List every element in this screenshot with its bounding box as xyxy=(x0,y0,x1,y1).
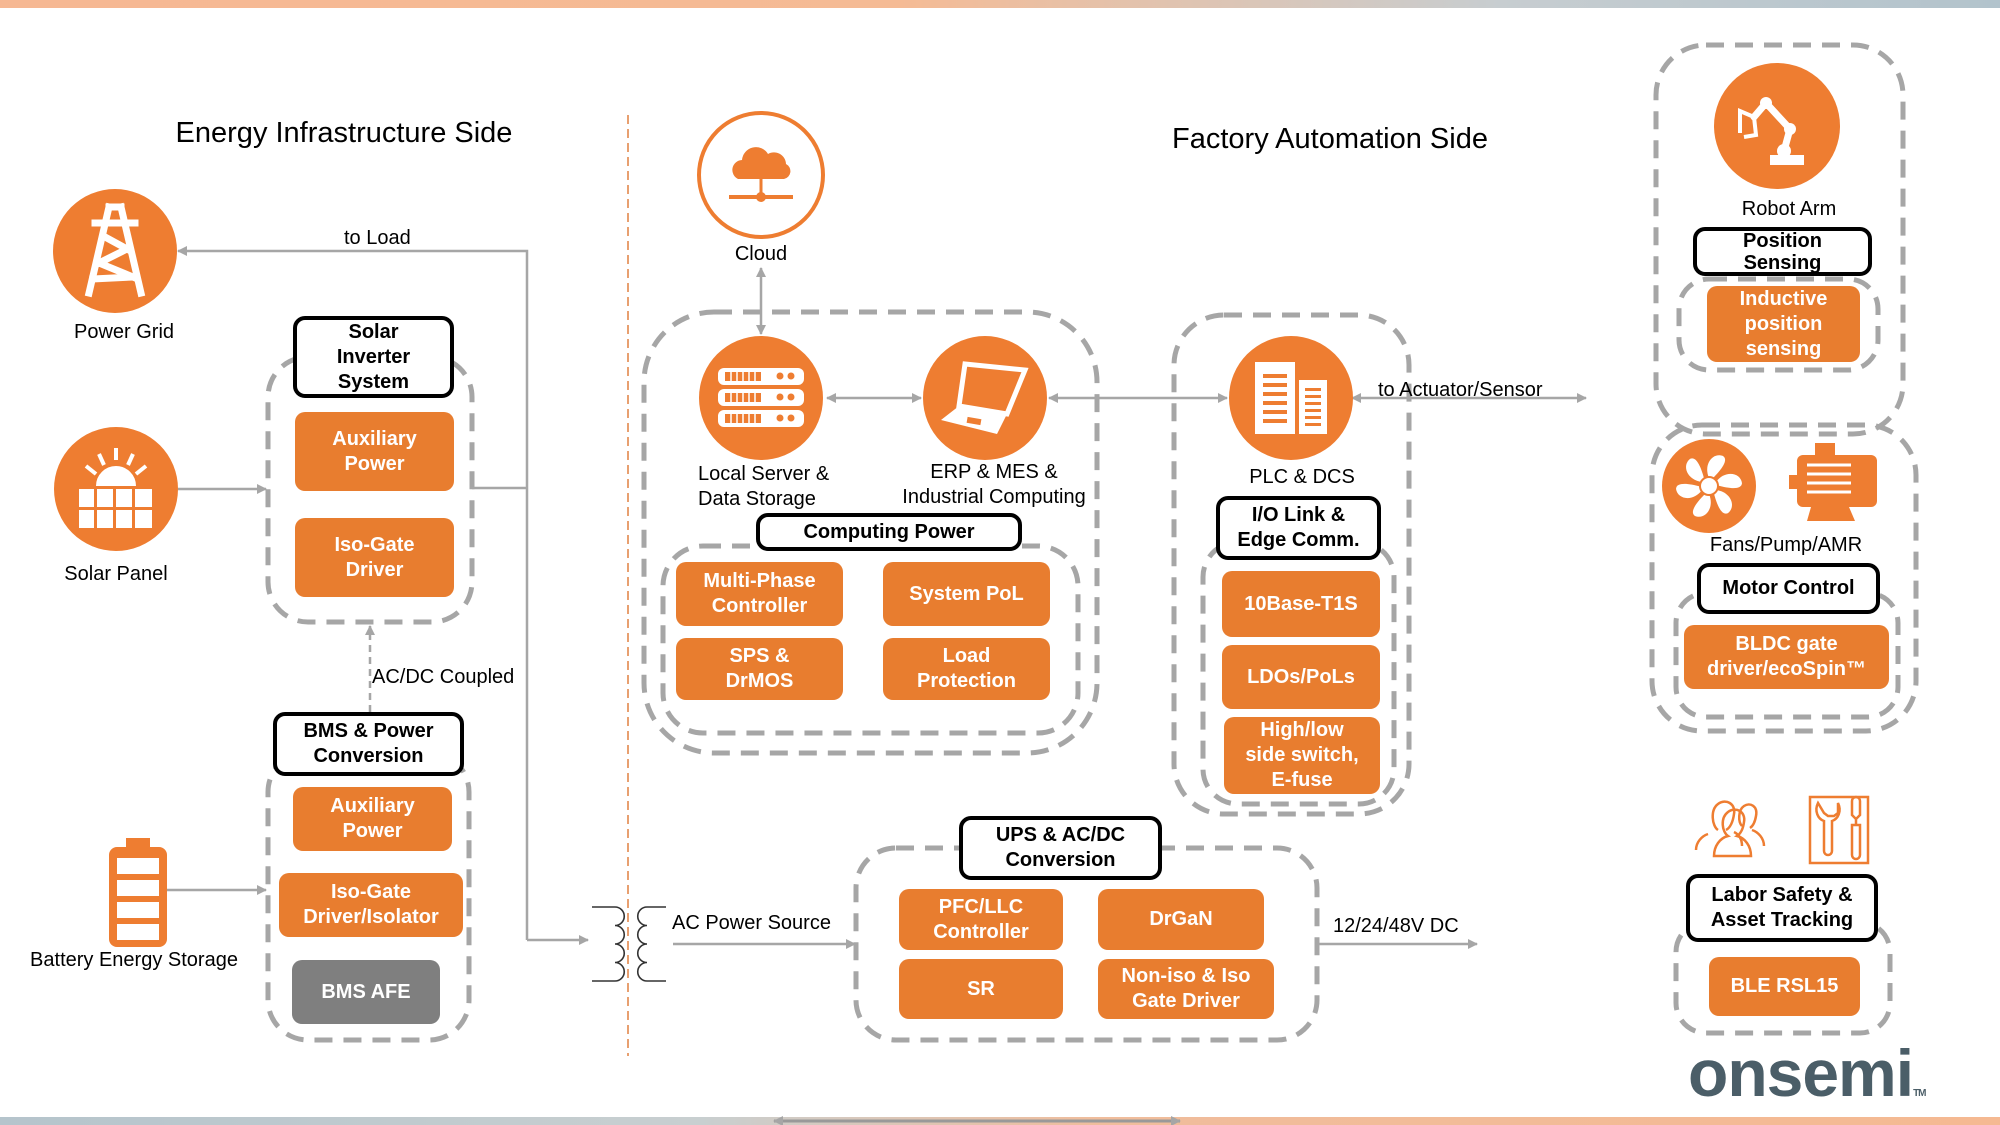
solar-panel-label: Solar Panel xyxy=(64,563,168,585)
laptop-icon xyxy=(941,361,1029,434)
plc-node xyxy=(1229,336,1353,460)
battery-label: Battery Energy Storage xyxy=(30,949,238,971)
computing-power-header: Computing Power xyxy=(756,513,1022,551)
tools-icon xyxy=(1808,795,1870,865)
fan-icon xyxy=(1676,455,1742,517)
onsemi-logo: onsemiTM xyxy=(1688,1040,1927,1106)
local-server-label: Local Server &Data Storage xyxy=(698,463,830,510)
cloud-network-icon xyxy=(729,147,793,202)
building-icon xyxy=(1255,362,1327,434)
robot-arm-label: Robot Arm xyxy=(1741,198,1837,220)
trademark-symbol: TM xyxy=(1913,1088,1926,1099)
io-link-header: I/O Link &Edge Comm. xyxy=(1216,496,1381,560)
computing-power-group xyxy=(660,543,1081,736)
fan-node xyxy=(1662,439,1756,533)
factory-section-title: Factory Automation Side xyxy=(1172,123,1488,155)
people-icon xyxy=(1694,800,1766,858)
motor-group xyxy=(1649,422,1919,734)
ac-power-source-label: AC Power Source xyxy=(672,912,831,934)
10base-t1s-block: 10Base-T1S xyxy=(1222,571,1380,637)
solar-panel-node xyxy=(54,427,178,551)
erp-label: ERP & MES &Industrial Computing xyxy=(902,461,1086,508)
labor-safety-header: Labor Safety &Asset Tracking xyxy=(1686,874,1878,942)
drgan-block: DrGaN xyxy=(1098,889,1264,950)
cloud-node xyxy=(697,111,825,239)
position-sensing-group xyxy=(1676,276,1881,373)
transformer-icon xyxy=(592,906,666,982)
sps-drmos-block: SPS &DrMOS xyxy=(676,638,843,700)
onsemi-logo-text: onsemi xyxy=(1688,1036,1914,1110)
bms-afe-block: BMS AFE xyxy=(292,960,440,1024)
computing-outer-group xyxy=(641,309,1100,756)
to-actuator-label: to Actuator/Sensor xyxy=(1378,379,1543,401)
local-server-node xyxy=(699,336,823,460)
to-load-wire xyxy=(177,246,529,940)
power-tower-icon xyxy=(84,202,146,298)
robot-arm-node xyxy=(1714,63,1840,189)
battery-icon xyxy=(109,838,167,947)
robot-arm-group xyxy=(1653,42,1906,437)
erp-node xyxy=(923,336,1047,460)
cloud-label: Cloud xyxy=(734,243,788,265)
ldos-pols-block: LDOs/PoLs xyxy=(1222,645,1380,709)
motor-control-header: Motor Control xyxy=(1697,563,1880,614)
top-gradient-band xyxy=(0,0,2000,8)
energy-section-title: Energy Infrastructure Side xyxy=(175,117,513,149)
ble-rsl15-block: BLE RSL15 xyxy=(1709,957,1860,1016)
sr-block: SR xyxy=(899,959,1063,1019)
system-pol-block: System PoL xyxy=(883,562,1050,626)
robot-arm-icon xyxy=(1738,97,1804,165)
plc-group xyxy=(1171,312,1412,817)
motor-icon xyxy=(1789,443,1877,521)
solar-panel-icon xyxy=(79,448,152,528)
motor-control-group xyxy=(1673,590,1901,720)
fans-pump-amr-label: Fans/Pump/AMR xyxy=(1709,534,1863,556)
server-rack-icon xyxy=(718,368,804,427)
acdc-coupled-label: AC/DC Coupled xyxy=(372,666,515,688)
power-grid-label: Power Grid xyxy=(73,321,175,343)
power-grid-node xyxy=(53,189,177,313)
plc-label: PLC & DCS xyxy=(1249,466,1355,488)
dc-output-label: 12/24/48V DC xyxy=(1333,915,1459,937)
to-load-label: to Load xyxy=(344,227,411,249)
labor-group xyxy=(1673,919,1893,1036)
